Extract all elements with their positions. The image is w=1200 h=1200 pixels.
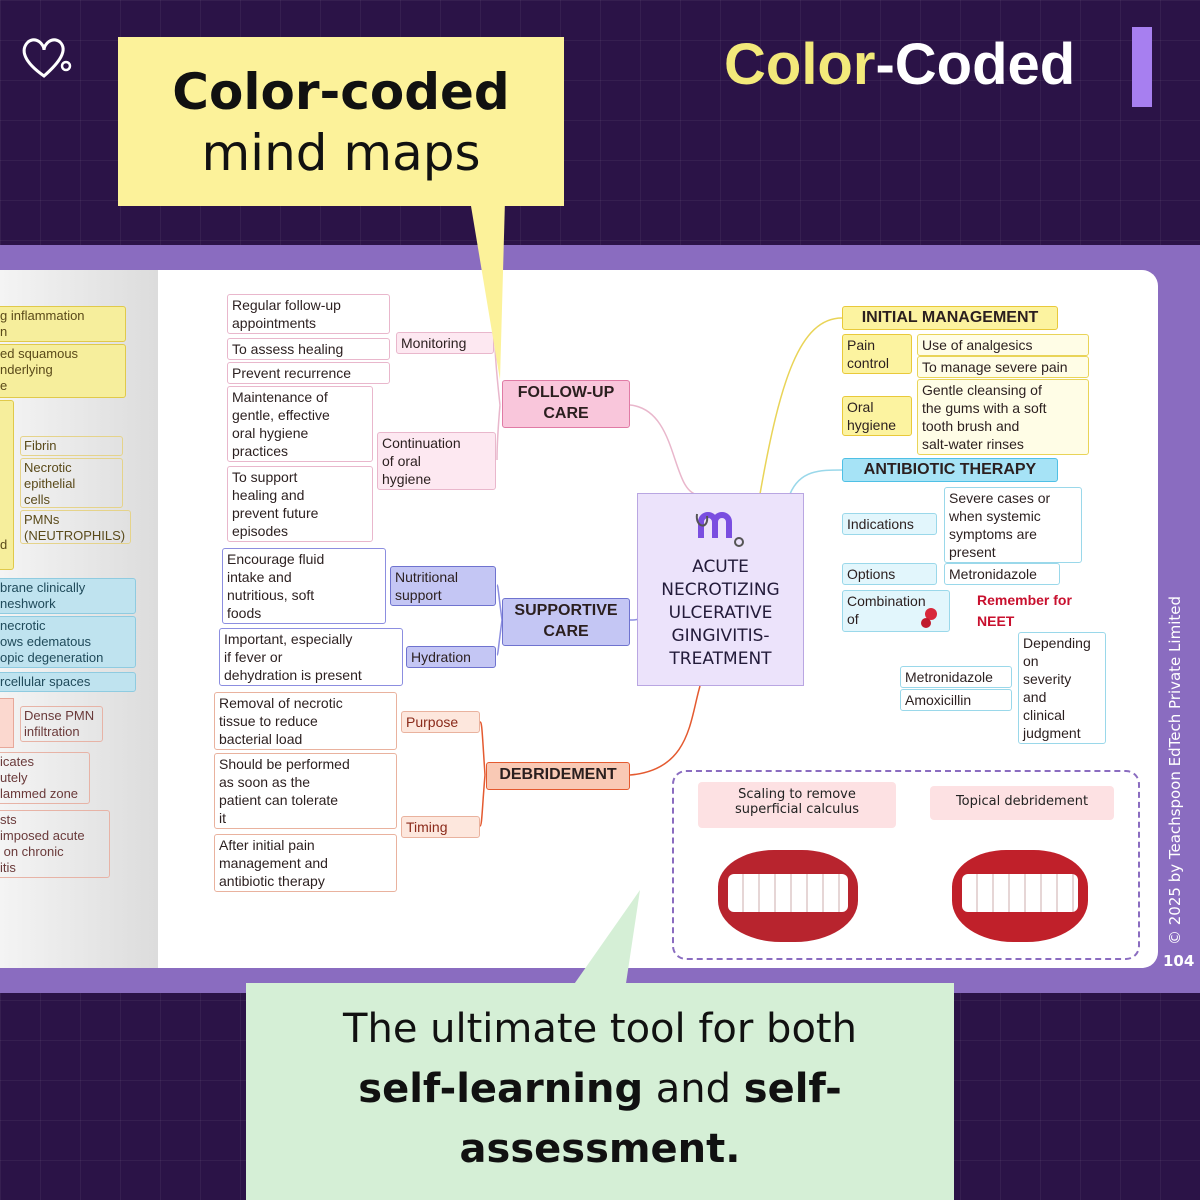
topical-debridement-caption: Topical debridement (930, 786, 1114, 820)
node-hydration: Hydration (406, 646, 496, 668)
footer-box: The ultimate tool for both self-learning… (246, 983, 954, 1200)
node: To support healing and prevent future ep… (227, 466, 373, 542)
node-antibiotic-therapy: ANTIBIOTIC THERAPY (842, 458, 1058, 482)
pushpin-icon (918, 607, 938, 629)
node: Maintenance of gentle, effective oral hy… (227, 386, 373, 462)
heart-logo-icon (20, 36, 76, 80)
node-initial-management: INITIAL MANAGEMENT (842, 306, 1058, 330)
footer-and: and (643, 1066, 744, 1112)
node-options: Options (842, 563, 937, 585)
left-node: d (0, 400, 14, 570)
left-page: g inflammation n ed squamous nderlying e… (0, 270, 158, 968)
left-node: Necrotic epithelial cells (20, 458, 123, 508)
left-node: Fibrin (20, 436, 123, 456)
left-node: Dense PMN infiltration (20, 706, 103, 742)
left-node: brane clinically neshwork (0, 578, 136, 614)
node: To manage severe pain (917, 356, 1089, 378)
node: Severe cases or when systemic symptoms a… (944, 487, 1082, 563)
left-node: rcellular spaces (0, 672, 136, 692)
remember-for-neet-note: Remember for NEET (977, 592, 1072, 629)
node: Regular follow-up appointments (227, 294, 390, 334)
node-nutritional-support: Nutritional support (390, 566, 496, 606)
left-node: PMNs (NEUTROPHILS) (20, 510, 131, 544)
node: After initial pain management and antibi… (214, 834, 397, 892)
page-spine: © 2025 by Teachspoon EdTech Private Limi… (1158, 270, 1200, 970)
node: Depending on severity and clinical judgm… (1018, 632, 1106, 744)
node-indications: Indications (842, 513, 937, 535)
left-node: g inflammation n (0, 306, 126, 342)
footer-bold-self-learning: self-learning (358, 1066, 644, 1112)
node-purpose: Purpose (401, 711, 480, 733)
node-continuation: Continuation of oral hygiene (377, 432, 496, 490)
debridement-illustrations: Scaling to remove superficial calculus T… (672, 770, 1140, 960)
left-node: icates utely lammed zone (0, 752, 90, 804)
node-follow-up-care: FOLLOW-UP CARE (502, 380, 630, 428)
headline-color: Color (724, 32, 876, 97)
node: Metronidazole (900, 666, 1012, 688)
headline: Color-Coded (724, 30, 1075, 100)
callout-line2: mind maps (201, 124, 481, 182)
node: Should be performed as soon as the patie… (214, 753, 397, 829)
node-pain-control: Pain control (842, 334, 912, 374)
left-node: ed squamous nderlying e (0, 344, 126, 398)
page-number: 104 (1163, 952, 1195, 970)
node: Encourage fluid intake and nutritious, s… (222, 548, 386, 624)
left-node: sts imposed acute on chronic itis (0, 810, 110, 878)
footer-bold-self: self- (743, 1066, 842, 1112)
node: Use of analgesics (917, 334, 1089, 356)
node-debridement: DEBRIDEMENT (486, 762, 630, 790)
footer-period: . (725, 1126, 741, 1172)
scaling-caption: Scaling to remove superficial calculus (698, 782, 896, 828)
left-node (0, 698, 14, 748)
node-timing: Timing (401, 816, 480, 838)
node: Important, especially if fever or dehydr… (219, 628, 403, 686)
callout-line1: Color-coded (172, 63, 510, 121)
node: To assess healing (227, 338, 390, 360)
teeth-scaling-image (718, 850, 858, 942)
stethoscope-logo-icon (693, 508, 749, 552)
node: Prevent recurrence (227, 362, 390, 384)
node: Removal of necrotic tissue to reduce bac… (214, 692, 397, 750)
footer-line1: The ultimate tool for both (343, 1006, 857, 1052)
node-monitoring: Monitoring (396, 332, 494, 354)
node: Metronidazole (944, 563, 1060, 585)
teeth-debridement-image (952, 850, 1088, 942)
accent-bar (1132, 27, 1152, 107)
node-oral-hygiene: Oral hygiene (842, 396, 912, 436)
node: Gentle cleansing of the gums with a soft… (917, 379, 1089, 455)
central-title: ACUTE NECROTIZING ULCERATIVE GINGIVITIS-… (661, 557, 780, 669)
node-supportive-care: SUPPORTIVE CARE (502, 598, 630, 646)
central-topic: ACUTE NECROTIZING ULCERATIVE GINGIVITIS-… (637, 493, 804, 686)
node: Amoxicillin (900, 689, 1012, 711)
headline-coded: -Coded (875, 32, 1076, 97)
footer-bold-assessment: assessment (459, 1126, 726, 1172)
left-node: necrotic ows edematous opic degeneration (0, 616, 136, 668)
callout-box: Color-coded mind maps (118, 37, 564, 206)
